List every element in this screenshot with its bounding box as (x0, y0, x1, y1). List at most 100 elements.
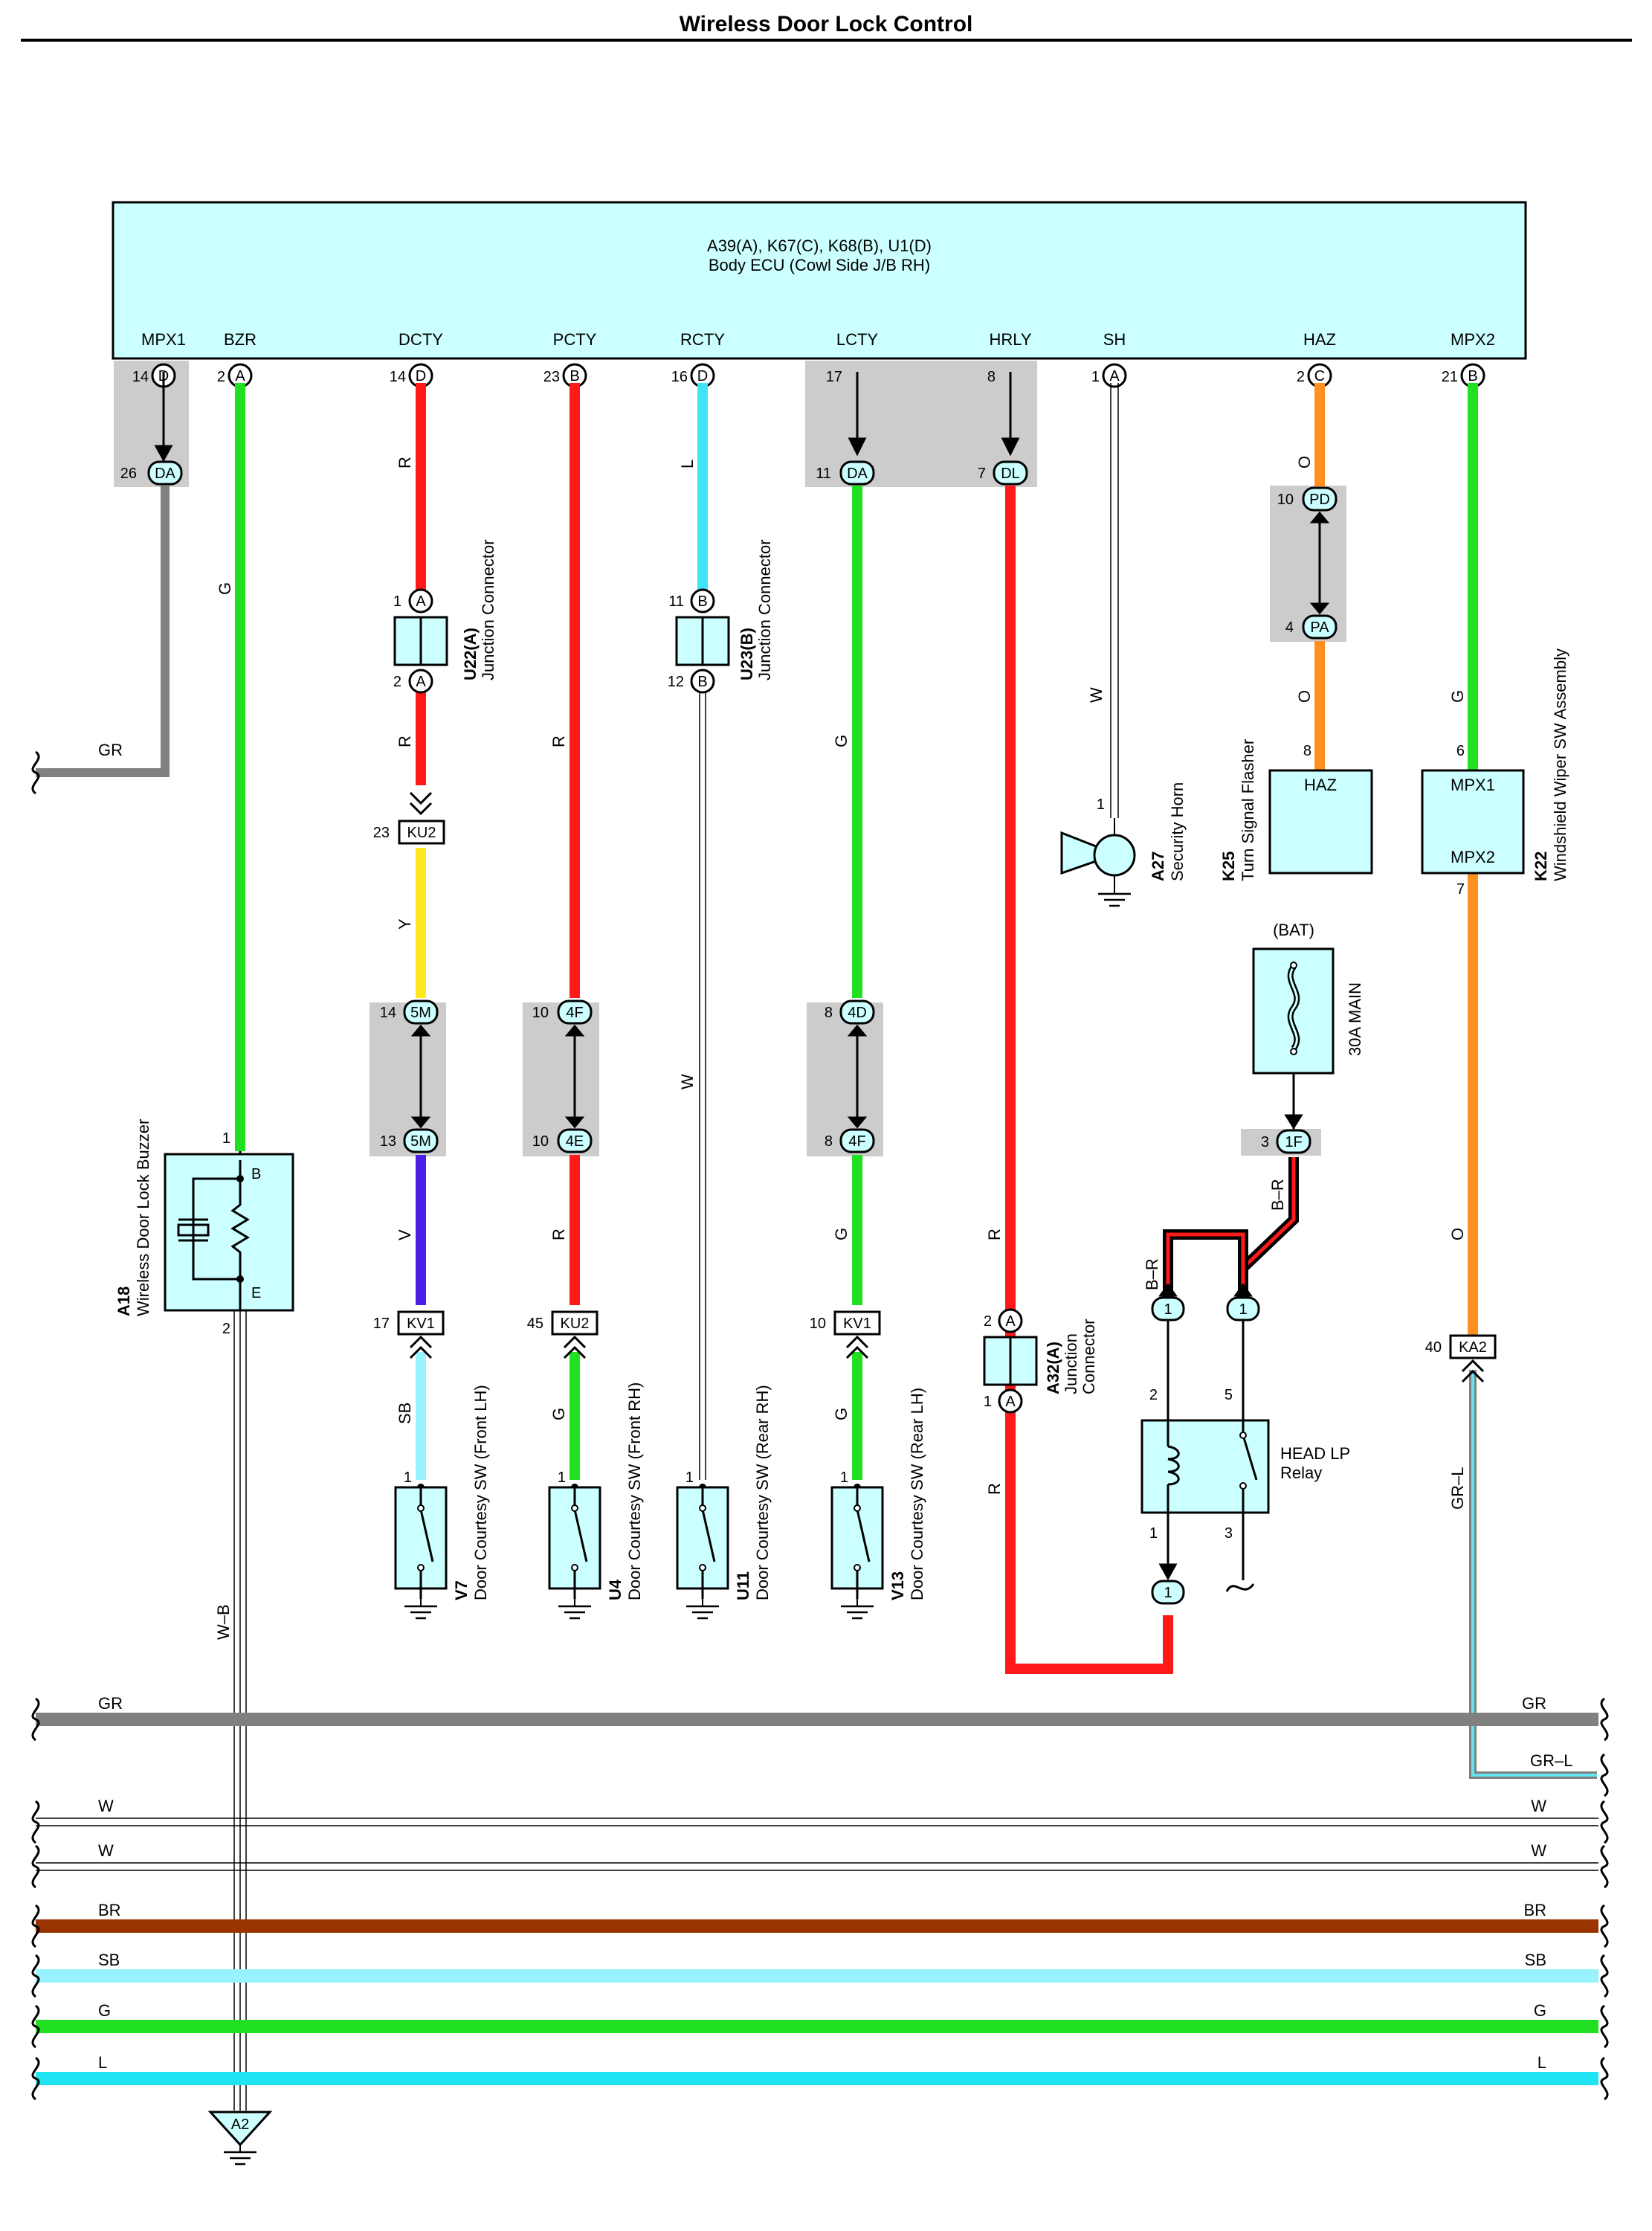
pd-num: 10 (1277, 492, 1294, 508)
ecu-codes: A39(A), K67(C), K68(B), U1(D) (707, 236, 932, 255)
bus-break-left-0 (31, 1697, 40, 1742)
u22-code: U22(A) (461, 628, 480, 680)
a32-pin2: 1 (984, 1394, 992, 1410)
k22-pin1: 6 (1456, 743, 1465, 759)
bus-label-right-2: W (1531, 1797, 1546, 1815)
u22-conn-b: A (416, 674, 426, 690)
a18-name: Wireless Door Lock Buzzer (134, 1119, 152, 1316)
m5a-code: 5M (410, 1005, 431, 1021)
bus-label-left-6: G (98, 2001, 111, 2020)
relay-pin5: 5 (1225, 1387, 1233, 1403)
label-wb: W–B (214, 1604, 233, 1640)
label-r-pcty2: R (549, 1229, 568, 1240)
f4b-code: 4F (848, 1133, 865, 1150)
bus-label-left-5: SB (98, 1951, 120, 1969)
ecu-pin-num-dcty: 14 (390, 369, 406, 385)
u4-name: Door Courtesy SW (Front RH) (625, 1382, 644, 1600)
a2-code: A2 (231, 2116, 249, 2133)
relay-name2: Relay (1280, 1464, 1322, 1482)
fuse-30a-main: (BAT) 30A MAIN (1252, 921, 1364, 1075)
ecu-name: Body ECU (Cowl Side J/B RH) (709, 256, 930, 274)
v7-code: V7 (452, 1580, 471, 1600)
dl-num: 7 (978, 466, 986, 482)
wiper-sw-k22: MPX1 MPX2 6 7 K22 Windshield Wiper SW As… (1421, 648, 1569, 898)
ecu-pin-num-mpx1: 14 (132, 369, 149, 385)
m5b-num: 13 (380, 1133, 396, 1150)
connector-ovals: DA 26 DA 11 DL 7 PD 10 PA 4 5M 14 5M 13 … (120, 460, 1338, 1605)
label-g-bzr: G (216, 582, 234, 595)
security-horn-a27: 1 A27 Security Horn (1060, 782, 1187, 907)
ecu-pin-num-haz: 2 (1297, 369, 1305, 385)
label-o-haz1: O (1295, 456, 1314, 469)
k25-pin: 8 (1303, 743, 1311, 759)
bus-break-right-4 (1600, 1904, 1609, 1948)
k25-label: HAZ (1304, 776, 1337, 794)
ecu-pin-num-mpx2: 21 (1442, 369, 1458, 385)
arrows (154, 437, 1485, 1581)
da1-num: 26 (120, 466, 137, 482)
relay-name1: HEAD LP (1280, 1444, 1350, 1463)
ecu-pin-conn-sh: A (1109, 368, 1120, 384)
ecu-pin-label-sh: SH (1103, 330, 1126, 349)
u22-pin2: 2 (393, 674, 401, 690)
dl-code: DL (1001, 466, 1020, 482)
v7-ground-icon (403, 1597, 439, 1620)
a27-pin: 1 (1097, 796, 1105, 813)
v13-name: Door Courtesy SW (Rear LH) (908, 1388, 926, 1600)
ground-a2: A2 (207, 2111, 273, 2166)
ecu-pin-label-dcty: DCTY (399, 330, 443, 349)
label-g-lcty2: G (832, 1228, 851, 1240)
v13-ground-icon (839, 1597, 875, 1620)
u11-pin: 1 (685, 1469, 694, 1486)
label-r-hrly2: R (985, 1483, 1004, 1495)
f4a-num: 10 (532, 1005, 549, 1021)
ka2-num: 40 (1425, 1339, 1442, 1356)
ecu-pin-conn-pcty: B (570, 368, 579, 384)
u23-conn-a: B (697, 593, 707, 610)
u11-name: Door Courtesy SW (Rear RH) (753, 1385, 772, 1600)
label-br2: B–R (1268, 1179, 1287, 1211)
f1-code: 1F (1285, 1134, 1302, 1150)
label-r-dcty1: R (396, 457, 414, 469)
ecu-pin-label-lcty: LCTY (836, 330, 879, 349)
ku2a-code: KU2 (407, 825, 436, 841)
k22-label1: MPX1 (1451, 776, 1495, 794)
a32-pin1: 2 (984, 1313, 992, 1330)
da1-code: DA (155, 466, 175, 482)
bus-break-right-6 (1600, 2004, 1609, 2049)
pa-num: 4 (1285, 619, 1294, 636)
wire-color-labels: G GR R R Y V SB R R G L W G G G R R W O … (98, 456, 1467, 1640)
buzzer-a18: B E 1 2 A18 Wireless Door Lock Buzzer (114, 1119, 294, 1337)
u4-code: U4 (606, 1579, 625, 1600)
pa-code: PA (1310, 619, 1329, 636)
bus-break-right-2 (1600, 1800, 1609, 1844)
body-ecu: A39(A), K67(C), K68(B), U1(D) Body ECU (… (112, 201, 1527, 388)
a32-name2: Connector (1080, 1319, 1098, 1394)
ecu-pin-label-mpx1: MPX1 (141, 330, 186, 349)
bus-label-right-3: W (1531, 1841, 1546, 1860)
a18-code: A18 (114, 1287, 133, 1316)
ku2b-num: 45 (527, 1316, 543, 1332)
ka2-code: KA2 (1459, 1339, 1487, 1356)
a27-code: A27 (1149, 851, 1167, 881)
a18-pin2: 2 (222, 1321, 230, 1337)
a18-pin1: 1 (222, 1130, 230, 1147)
a32-code: A32(A) (1044, 1342, 1062, 1394)
ecu-pin-label-pcty: PCTY (553, 330, 597, 349)
u23-conn-b: B (697, 674, 707, 690)
label-v-dcty: V (396, 1229, 414, 1240)
bus-label-right-4: BR (1523, 1901, 1546, 1919)
u4-pin: 1 (558, 1469, 566, 1486)
diagram-title: Wireless Door Lock Control (680, 12, 973, 36)
u23-pin2: 12 (668, 674, 684, 690)
label-g-mpx2: G (1448, 690, 1467, 703)
connector-shading (114, 361, 1346, 1156)
f4a-code: 4F (566, 1005, 583, 1021)
bus-break-right-5 (1600, 1954, 1609, 1998)
label-g-lcty1: G (832, 735, 851, 747)
label-r-pcty1: R (549, 735, 568, 747)
ecu-pin-label-mpx2: MPX2 (1451, 330, 1495, 349)
m5b-code: 5M (410, 1133, 431, 1150)
